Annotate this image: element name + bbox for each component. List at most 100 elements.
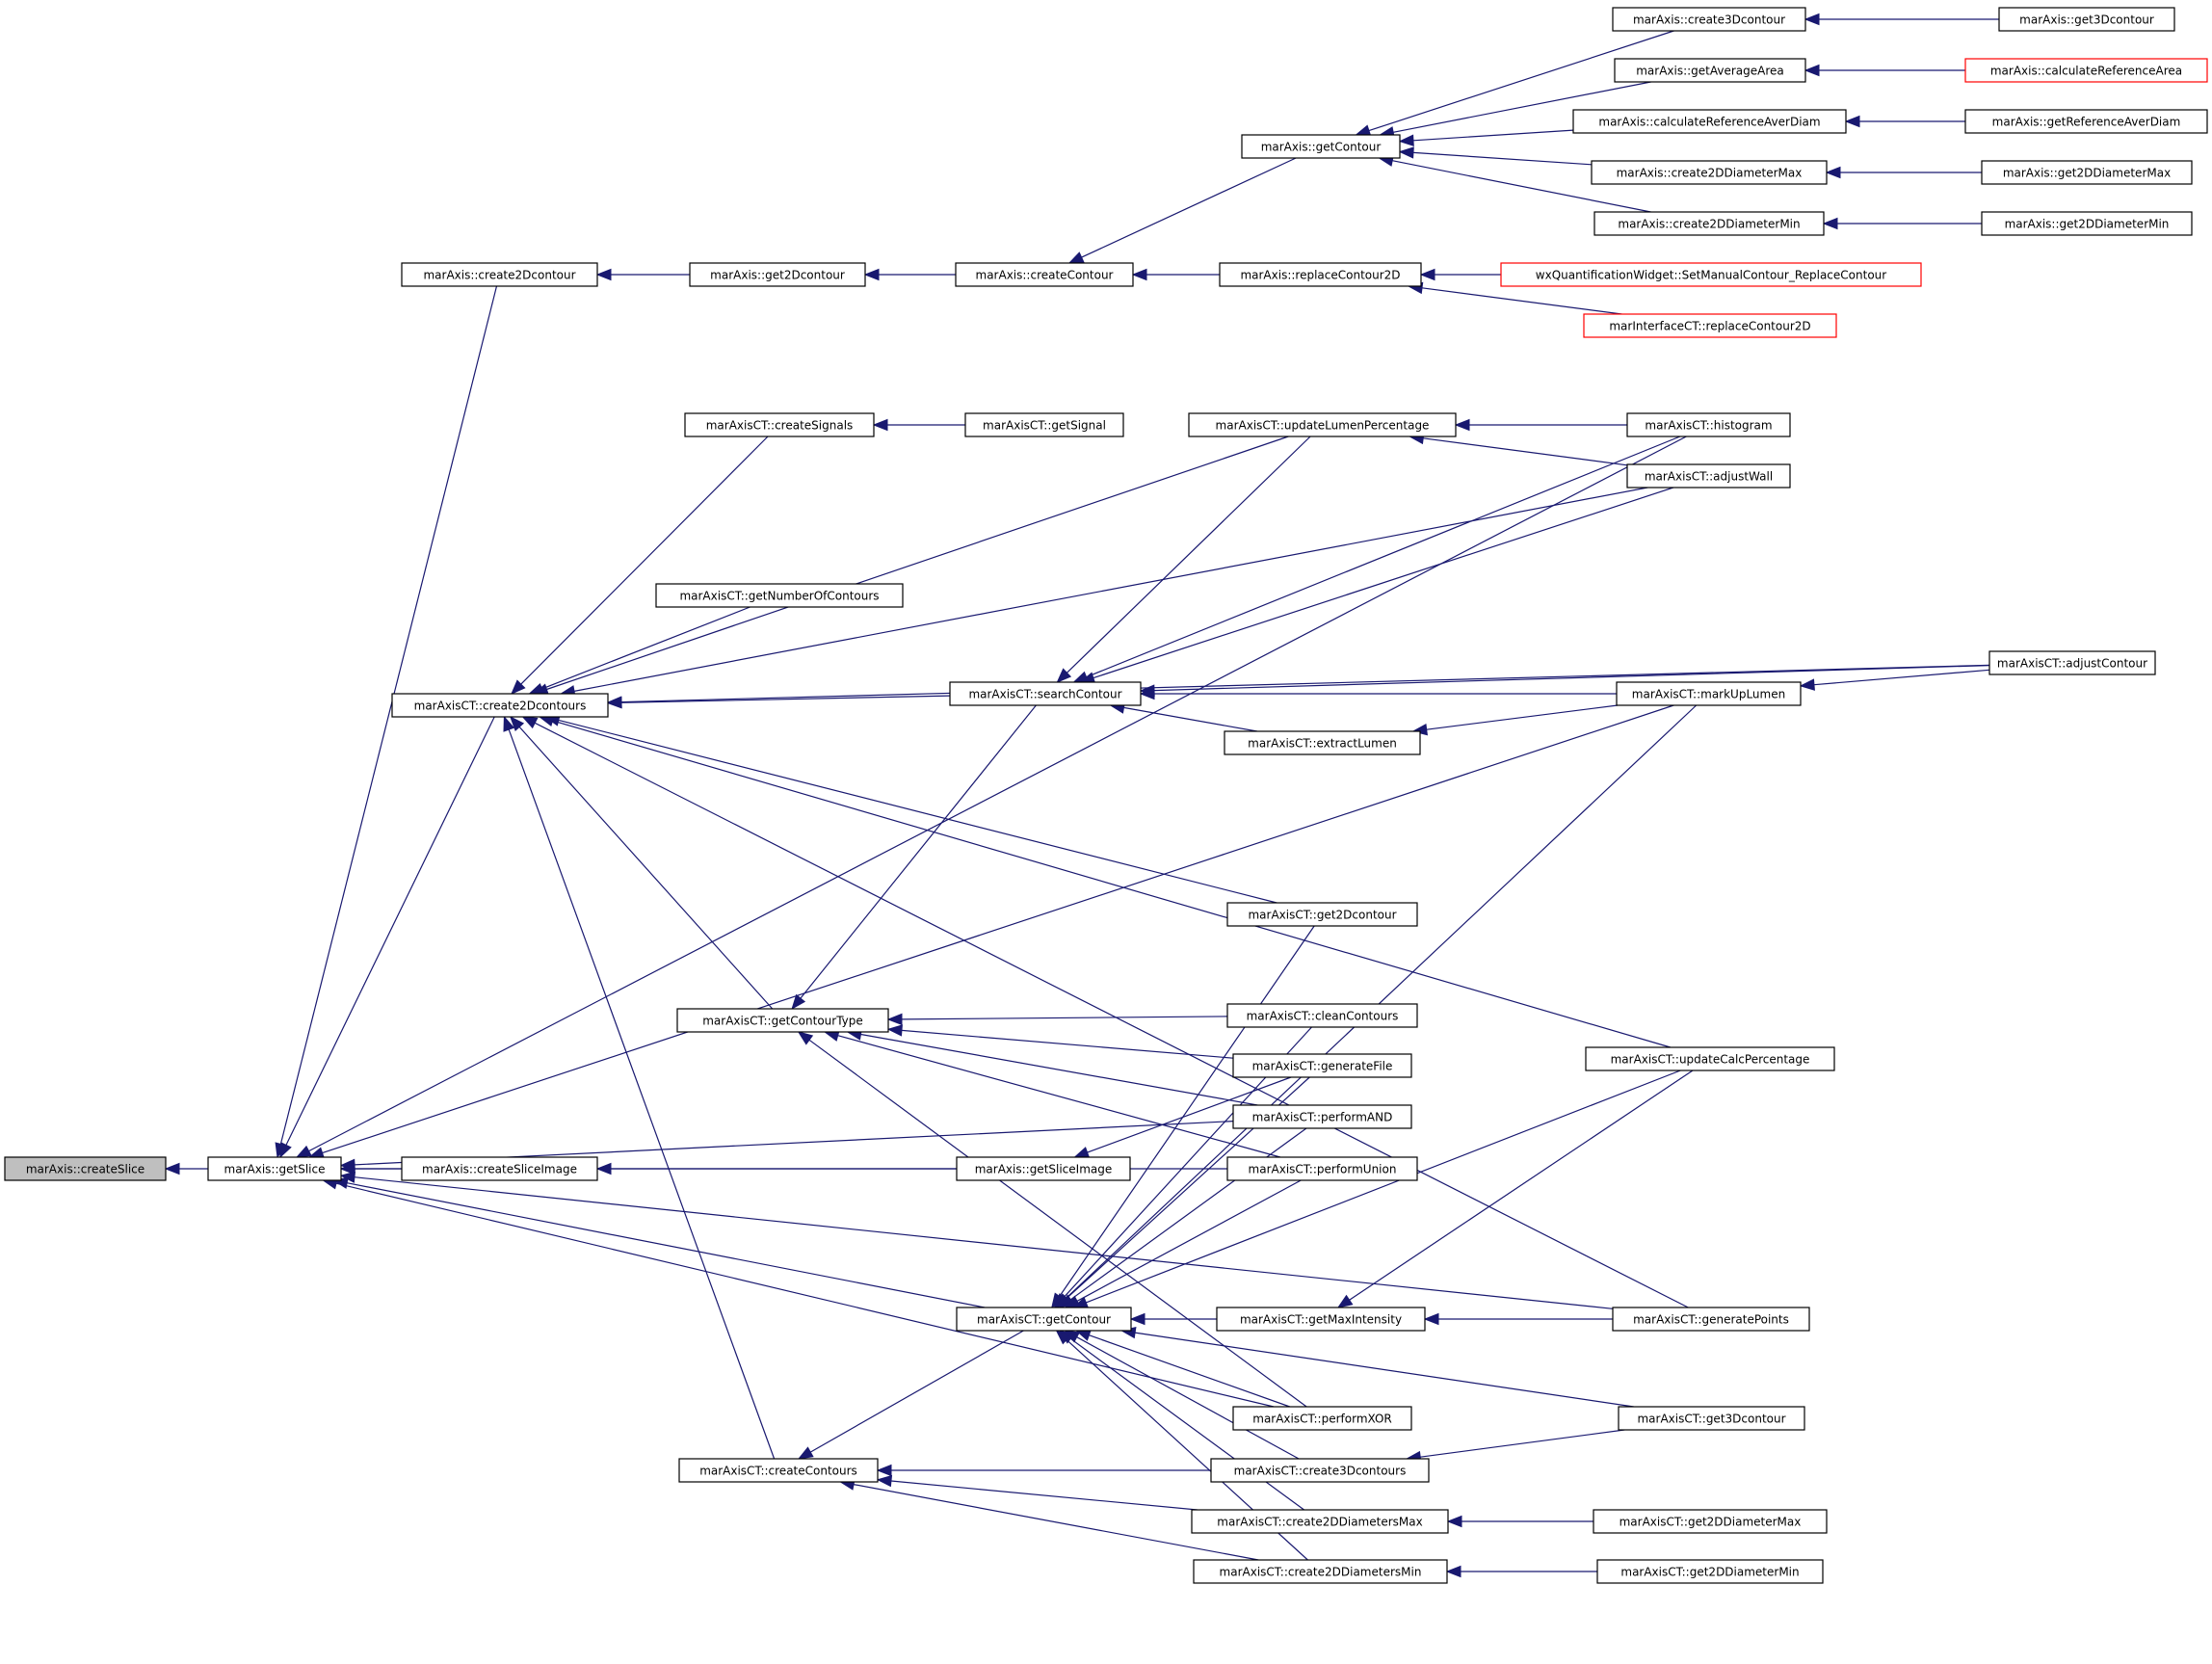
node-adjustContour[interactable]: marAxisCT::adjustContour xyxy=(1988,650,2156,675)
node-create2DDiameterMin[interactable]: marAxis::create2DDiameterMin xyxy=(1593,211,1825,236)
node-get2DDiameterMinA[interactable]: marAxis::get2DDiameterMin xyxy=(1981,211,2193,236)
node-getMaxIntensity[interactable]: marAxisCT::getMaxIntensity xyxy=(1216,1307,1426,1332)
node-getSignal[interactable]: marAxisCT::getSignal xyxy=(964,412,1124,437)
node-create2Dcontours[interactable]: marAxisCT::create2Dcontours xyxy=(391,693,609,718)
call-edge xyxy=(279,716,495,1159)
node-replaceContour2D[interactable]: marAxis::replaceContour2D xyxy=(1219,262,1422,287)
node-performXOR[interactable]: marAxisCT::performXOR xyxy=(1232,1406,1412,1431)
node-label: marAxisCT::adjustContour xyxy=(1997,657,2147,671)
node-label: marAxis::create3Dcontour xyxy=(1633,13,1785,27)
call-edge xyxy=(1336,1070,1694,1308)
node-box xyxy=(1226,1003,1418,1028)
node-updateCalcPercentage[interactable]: marAxisCT::updateCalcPercentage xyxy=(1585,1046,1835,1071)
node-label: marAxisCT::adjustWall xyxy=(1645,470,1773,484)
node-box xyxy=(1626,412,1791,437)
node-getReferenceAverDiam[interactable]: marAxis::getReferenceAverDiam xyxy=(1964,109,2208,134)
call-edge xyxy=(322,1177,1275,1408)
node-label: marAxisCT::create2Dcontours xyxy=(414,700,587,713)
node-get2DDiameterMaxA[interactable]: marAxis::get2DDiameterMax xyxy=(1981,160,2193,185)
node-histogram[interactable]: marAxisCT::histogram xyxy=(1626,412,1791,437)
node-createContour[interactable]: marAxis::createContour xyxy=(955,262,1134,287)
node-generateFile[interactable]: marAxisCT::generateFile xyxy=(1232,1053,1412,1078)
node-getAverageArea[interactable]: marAxis::getAverageArea xyxy=(1614,58,1806,83)
node-get3DcontourA[interactable]: marAxis::get3Dcontour xyxy=(1998,7,2175,32)
node-label: marAxisCT::get3Dcontour xyxy=(1637,1413,1785,1426)
call-edge xyxy=(1804,64,1965,77)
call-edge xyxy=(532,436,1289,696)
call-edge xyxy=(1445,1565,1597,1578)
node-box xyxy=(1591,160,1828,185)
node-createSignals[interactable]: marAxisCT::createSignals xyxy=(684,412,875,437)
node-box xyxy=(1232,1406,1412,1431)
call-edge xyxy=(1071,1070,1681,1308)
node-box xyxy=(1216,1307,1426,1332)
call-edge xyxy=(503,715,776,1460)
node-box xyxy=(1614,58,1806,83)
node-box xyxy=(4,1156,167,1181)
node-box xyxy=(401,1156,598,1181)
node-create2DDiameterMax[interactable]: marAxis::create2DDiameterMax xyxy=(1591,160,1828,185)
node-box xyxy=(1226,902,1418,927)
node-label: marAxisCT::get2DDiameterMax xyxy=(1620,1516,1802,1529)
node-generatePoints[interactable]: marAxisCT::generatePoints xyxy=(1612,1307,1810,1332)
node-getNumberOfContours[interactable]: marAxisCT::getNumberOfContours xyxy=(655,583,904,608)
node-updateLumenPercentage[interactable]: marAxisCT::updateLumenPercentage xyxy=(1188,412,1457,437)
node-createSliceImage[interactable]: marAxis::createSliceImage xyxy=(401,1156,598,1181)
node-box xyxy=(1618,1406,1805,1431)
node-box xyxy=(1224,730,1421,755)
node-getContourType[interactable]: marAxisCT::getContourType xyxy=(676,1008,889,1033)
node-getContourA[interactable]: marAxis::getContour xyxy=(1241,134,1401,159)
node-create2DDiametersMax[interactable]: marAxisCT::create2DDiametersMax xyxy=(1191,1509,1449,1534)
node-marInterfaceReplace[interactable]: marInterfaceCT::replaceContour2D xyxy=(1583,313,1837,338)
call-edge xyxy=(595,268,690,281)
node-createSlice[interactable]: marAxis::createSlice xyxy=(4,1156,167,1181)
node-calculateReferenceAverDiam[interactable]: marAxis::calculateReferenceAverDiam xyxy=(1572,109,1847,134)
node-adjustWall[interactable]: marAxisCT::adjustWall xyxy=(1626,463,1791,489)
call-edge xyxy=(1825,166,1982,179)
node-box xyxy=(1981,211,2193,236)
node-label: marAxis::createSliceImage xyxy=(422,1163,577,1176)
node-calculateReferenceArea[interactable]: marAxis::calculateReferenceArea xyxy=(1964,58,2208,83)
node-create2DDiametersMin[interactable]: marAxisCT::create2DDiametersMin xyxy=(1193,1559,1448,1584)
node-label: marAxisCT::createContours xyxy=(699,1465,857,1478)
node-extractLumen[interactable]: marAxisCT::extractLumen xyxy=(1224,730,1421,755)
call-edge xyxy=(886,1024,1234,1059)
node-createContours[interactable]: marAxisCT::createContours xyxy=(678,1458,879,1483)
call-edge xyxy=(1405,1429,1625,1464)
node-markUpLumen[interactable]: marAxisCT::markUpLumen xyxy=(1616,681,1802,706)
node-label: marAxisCT::updateLumenPercentage xyxy=(1216,419,1430,433)
node-get2DDiameterMaxCT[interactable]: marAxisCT::get2DDiameterMax xyxy=(1593,1509,1828,1534)
node-box xyxy=(1626,463,1791,489)
node-performAND[interactable]: marAxisCT::performAND xyxy=(1232,1104,1412,1129)
node-wxSetManual[interactable]: wxQuantificationWidget::SetManualContour… xyxy=(1500,262,1922,287)
node-box xyxy=(401,262,598,287)
node-getSlice[interactable]: marAxis::getSlice xyxy=(207,1156,342,1181)
node-box xyxy=(1593,211,1825,236)
node-getContourCT[interactable]: marAxisCT::getContour xyxy=(956,1307,1132,1332)
node-get2DDiameterMinCT[interactable]: marAxisCT::get2DDiameterMin xyxy=(1596,1559,1824,1584)
node-label: marAxis::get2DDiameterMin xyxy=(2005,218,2170,231)
node-searchContour[interactable]: marAxisCT::searchContour xyxy=(949,681,1142,706)
call-edge xyxy=(1072,436,1681,683)
node-create3Dcontours[interactable]: marAxisCT::create3Dcontours xyxy=(1210,1458,1430,1483)
node-label: marAxis::getReferenceAverDiam xyxy=(1992,116,2181,129)
call-edge xyxy=(521,716,1689,1308)
call-edge xyxy=(1355,30,1674,137)
node-cleanContours[interactable]: marAxisCT::cleanContours xyxy=(1226,1003,1418,1028)
node-get2Dcontour[interactable]: marAxis::get2Dcontour xyxy=(689,262,866,287)
node-performUnion[interactable]: marAxisCT::performUnion xyxy=(1226,1156,1418,1181)
call-edge xyxy=(543,714,1277,904)
call-edge xyxy=(1079,487,1674,684)
node-get2DcontourCT[interactable]: marAxisCT::get2Dcontour xyxy=(1226,902,1418,927)
node-label: marAxisCT::performXOR xyxy=(1252,1413,1392,1426)
node-label: marAxis::create2DDiameterMax xyxy=(1617,167,1803,180)
node-get3DcontourCT[interactable]: marAxisCT::get3Dcontour xyxy=(1618,1406,1805,1431)
call-edge xyxy=(1131,268,1220,281)
node-getSliceImage[interactable]: marAxis::getSliceImage xyxy=(956,1156,1131,1181)
node-box xyxy=(1193,1559,1448,1584)
node-label: marAxisCT::createSignals xyxy=(706,419,854,433)
node-create3Dcontour[interactable]: marAxis::create3Dcontour xyxy=(1612,7,1806,32)
node-create2Dcontour[interactable]: marAxis::create2Dcontour xyxy=(401,262,598,287)
